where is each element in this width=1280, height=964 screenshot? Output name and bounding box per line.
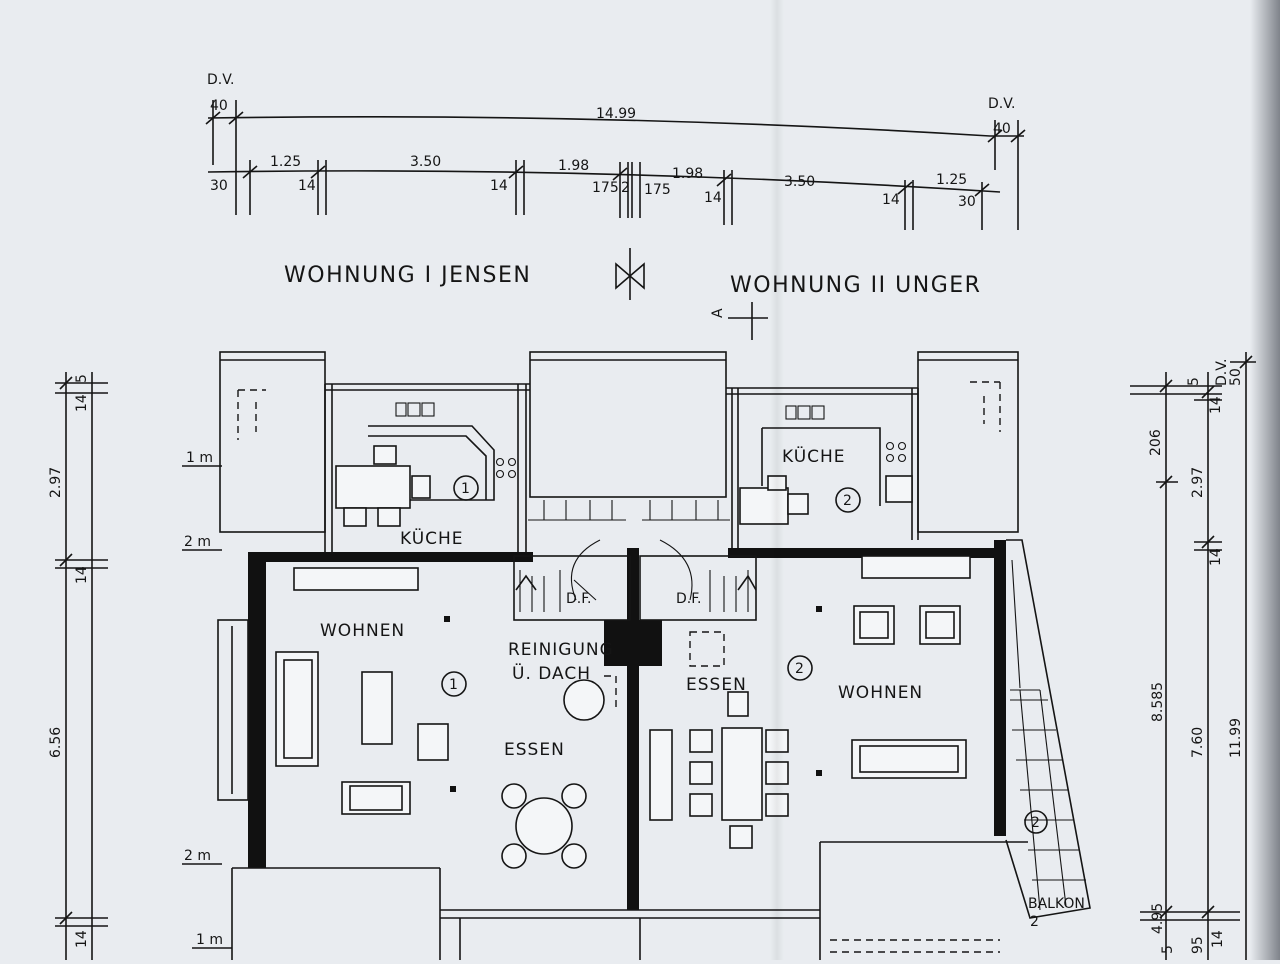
balkon-label: BALKON xyxy=(1028,896,1085,912)
dining-right: ESSEN xyxy=(649,631,789,849)
ueber-dach-label: Ü. DACH xyxy=(512,662,591,684)
level-2m-bottom: 2 m xyxy=(184,848,211,864)
right-dim-206: 206 xyxy=(1148,429,1164,456)
unit-1-title: WOHNUNG I JENSEN xyxy=(284,263,531,288)
symmetry-axis-icon xyxy=(615,248,645,300)
df-right-label: D.F. xyxy=(676,591,701,607)
section-a-label: A xyxy=(710,308,726,318)
unit-2-title: WOHNUNG II UNGER xyxy=(730,273,981,298)
right-dim-5: 5 xyxy=(1186,377,1202,386)
unit-2-marker-balcony xyxy=(1024,810,1048,834)
room-wohnen-right: WOHNEN xyxy=(838,683,923,703)
room-kueche-right: KÜCHE xyxy=(782,445,846,467)
unit-2-marker-balcony-num: 2 xyxy=(1031,815,1040,831)
paper-fold xyxy=(770,0,784,960)
section-a-marker: A xyxy=(710,302,768,340)
seg-175-left: 175 xyxy=(592,180,619,196)
right-dim-8585: 8.585 xyxy=(1150,682,1166,722)
left-dim-14-bottom: 14 xyxy=(74,930,90,948)
seg-350-left: 3.50 xyxy=(410,154,441,170)
right-dim-95: 95 xyxy=(1190,936,1206,954)
seg-2: 2 xyxy=(621,180,630,196)
dv-left-40: 40 xyxy=(210,98,228,114)
building-outline xyxy=(217,351,1091,960)
top-dimension-chain: D.V. 40 14.99 D.V. 40 30 1.25 14 3.50 14… xyxy=(205,72,1026,230)
seg-198-left: 1.98 xyxy=(558,158,589,174)
right-dimension-chain: 5 D.V. 50 14 206 2.97 14 8.585 7.60 11.9… xyxy=(1130,352,1256,960)
balkon-number: 2 xyxy=(1030,914,1039,930)
room-wohnen-left: WOHNEN xyxy=(320,621,405,641)
unit-2-marker-living xyxy=(787,655,813,681)
living-room-right: WOHNEN 2 xyxy=(787,555,971,779)
right-dim-1199: 11.99 xyxy=(1228,718,1244,758)
right-dim-14-top: 14 xyxy=(1208,396,1224,414)
right-dim-dv: D.V. xyxy=(1214,359,1230,386)
paper-edge-shadow xyxy=(1250,0,1280,960)
seg-175-right: 175 xyxy=(644,182,671,198)
right-dim-760: 7.60 xyxy=(1190,727,1206,758)
room-essen-right: ESSEN xyxy=(686,675,747,695)
staircase-right: D.F. xyxy=(639,500,757,621)
seg-14-d: 14 xyxy=(882,192,900,208)
left-dim-14-top: 14 xyxy=(74,394,90,412)
seg-14-c: 14 xyxy=(704,190,722,206)
dining-left: REINIGUNG Ü. DACH ESSEN xyxy=(501,640,617,869)
segment-dim-line xyxy=(207,170,1001,193)
room-essen-left: ESSEN xyxy=(504,740,565,760)
dv-right-label: D.V. xyxy=(988,96,1015,112)
seg-14-b: 14 xyxy=(490,178,508,194)
stove-right-icon xyxy=(885,441,907,463)
unit-2-marker-kitchen-num: 2 xyxy=(843,493,852,509)
level-marks: 1 m 2 m 2 m 1 m xyxy=(182,450,232,949)
right-dim-50: 50 xyxy=(1228,368,1244,386)
unit-2-marker-living-num: 2 xyxy=(795,661,804,677)
unit-1-marker-living xyxy=(441,671,467,697)
unit-2-marker-kitchen xyxy=(835,487,861,513)
living-room-left: WOHNEN 1 xyxy=(275,567,467,815)
seg-198-right: 1.98 xyxy=(672,166,703,182)
left-dim-656: 6.56 xyxy=(48,727,64,758)
seg-125-right: 1.25 xyxy=(936,172,967,188)
level-1m-bottom: 1 m xyxy=(196,932,223,948)
seg-30-left: 30 xyxy=(210,178,228,194)
kitchen-left: KÜCHE 1 xyxy=(335,402,517,549)
total-width-label: 14.99 xyxy=(596,106,636,122)
seg-30-right: 30 xyxy=(958,194,976,210)
dv-right-40: 40 xyxy=(993,121,1011,137)
left-dim-297: 2.97 xyxy=(48,467,64,498)
seg-14-a: 14 xyxy=(298,178,316,194)
left-dim-14-mid: 14 xyxy=(74,566,90,584)
level-2m-top: 2 m xyxy=(184,534,211,550)
right-dim-297: 2.97 xyxy=(1190,467,1206,498)
left-dimension-chain: 5 14 2.97 14 6.56 14 xyxy=(48,372,108,960)
seg-125-left: 1.25 xyxy=(270,154,301,170)
stove-left-icon xyxy=(495,457,517,479)
level-1m-top: 1 m xyxy=(186,450,213,466)
right-dim-14-b: 14 xyxy=(1210,930,1226,948)
kitchen-right: KÜCHE 2 xyxy=(739,405,913,525)
unit-1-marker-kitchen-num: 1 xyxy=(461,481,470,497)
right-dim-14-mid: 14 xyxy=(1208,548,1224,566)
seg-350-right: 3.50 xyxy=(784,174,815,190)
unit-1-marker-living-num: 1 xyxy=(449,677,458,693)
dv-left-label: D.V. xyxy=(207,72,234,88)
balcony: 2 BALKON 2 xyxy=(1024,810,1085,930)
reinigung-label: REINIGUNG xyxy=(508,640,614,660)
room-kueche-left: KÜCHE xyxy=(400,527,464,549)
left-dim-5: 5 xyxy=(74,374,90,383)
total-width-dim-line xyxy=(207,116,1024,137)
df-left-label: D.F. xyxy=(566,591,591,607)
unit-1-marker-kitchen xyxy=(453,475,479,501)
right-dim-495: 4.95 xyxy=(1150,903,1166,934)
right-dim-5-b: 5 xyxy=(1160,945,1176,954)
staircase-left: D.F. xyxy=(513,500,631,621)
